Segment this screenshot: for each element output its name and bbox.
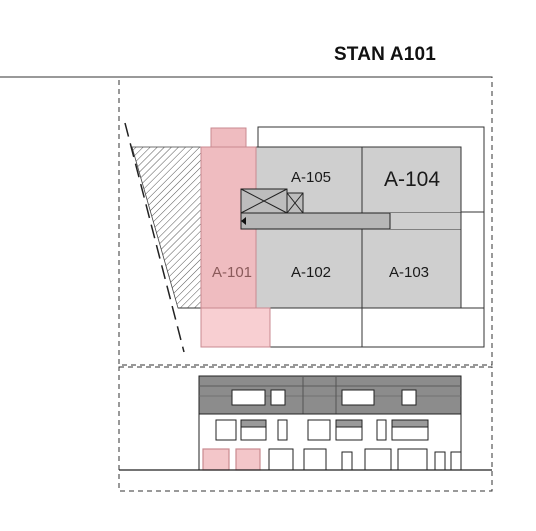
boundary-line bbox=[124, 122, 185, 353]
facade-frame bbox=[118, 366, 493, 492]
unit-a104 bbox=[361, 146, 462, 214]
entry-arrow bbox=[241, 217, 246, 225]
unit-label-a103: A-103 bbox=[389, 264, 429, 281]
unit-strip bbox=[390, 213, 461, 229]
unit-label-a105: A-105 bbox=[291, 169, 331, 186]
page-title: STAN A101 bbox=[333, 44, 437, 65]
unit-label-a101: A-101 bbox=[212, 264, 252, 281]
facade-window-a101 bbox=[202, 448, 230, 471]
unit-a101-tower bbox=[210, 127, 247, 148]
plan-frame bbox=[118, 76, 493, 366]
unit-label-a102: A-102 bbox=[291, 264, 331, 281]
unit-label-a104: A-104 bbox=[384, 168, 440, 191]
stair-box bbox=[240, 188, 288, 214]
facade-window-a101 bbox=[235, 448, 261, 471]
corridor bbox=[240, 212, 391, 230]
unit-a101-terrace bbox=[200, 307, 271, 348]
lift-box bbox=[286, 192, 304, 214]
facade-elevation bbox=[198, 375, 462, 471]
hatched-area bbox=[131, 146, 202, 309]
unit-a103 bbox=[361, 228, 462, 309]
